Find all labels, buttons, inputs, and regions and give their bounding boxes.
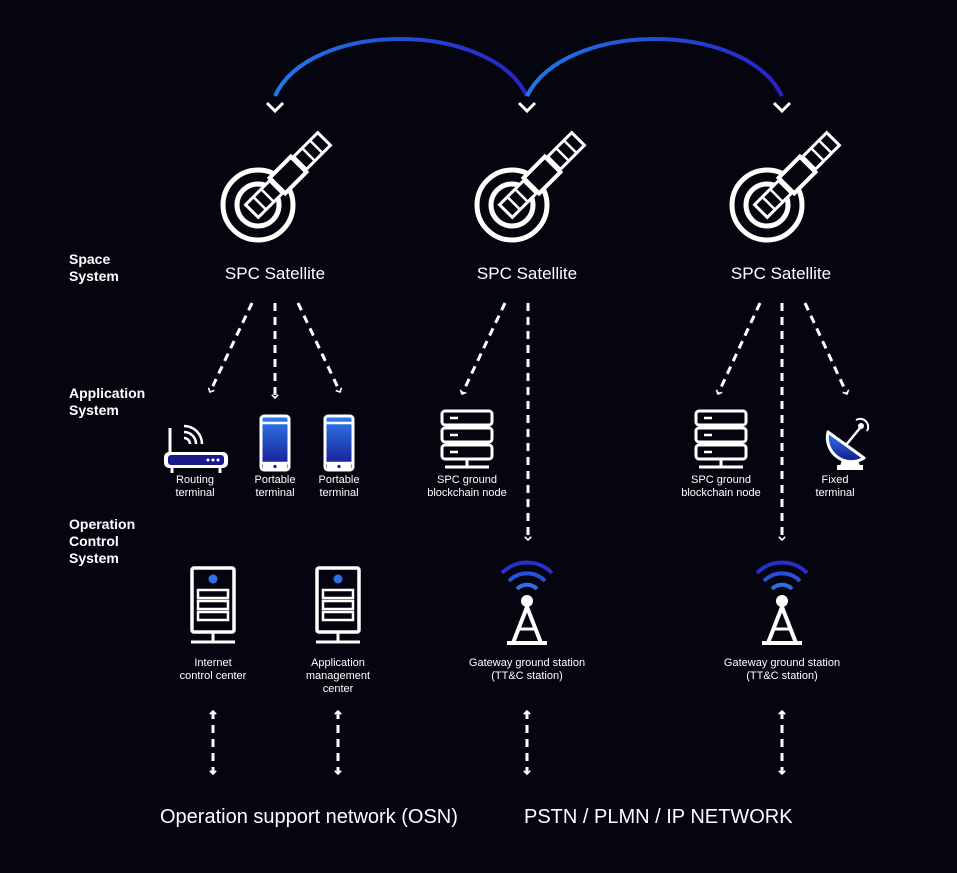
server-tower-icon [189, 566, 237, 644]
portable-terminal-label: Portable terminal [254, 474, 296, 499]
satellite-icon [477, 131, 586, 240]
phone-icon [259, 414, 291, 472]
internet-control-center-label: Internet control center [179, 657, 247, 682]
satellite-dish-icon [825, 417, 870, 472]
osn-label: Operation support network (OSN) [160, 806, 458, 828]
satellite-label: SPC Satellite [224, 264, 326, 283]
antenna-tower-icon [500, 560, 554, 645]
link-dashed [296, 302, 343, 394]
router-icon [162, 424, 230, 475]
operation-control-system-label: Operation Control System [69, 516, 136, 566]
link-dashed [207, 302, 254, 394]
satellite-label: SPC Satellite [730, 264, 832, 283]
phone-icon [323, 414, 355, 472]
pstn-plmn-ip-network-label: PSTN / PLMN / IP NETWORK [524, 806, 793, 828]
application-management-center-label: Application management center [305, 657, 371, 695]
satellite-label: SPC Satellite [476, 264, 578, 283]
arrowhead-down [517, 101, 537, 114]
satellite-icon [732, 131, 841, 240]
link-arc-left [273, 37, 529, 97]
routing-terminal-label: Routing terminal [175, 474, 215, 499]
link-dashed [803, 302, 850, 396]
blockchain-node-label: SPC ground blockchain node [681, 474, 761, 499]
fixed-terminal-label: Fixed terminal [815, 474, 855, 499]
server-stack-icon [694, 409, 748, 469]
satellite-icon [223, 131, 332, 240]
arrowhead-down [265, 101, 285, 114]
blockchain-node-label: SPC ground blockchain node [427, 474, 507, 499]
arrowhead-down [772, 101, 792, 114]
link-dashed [459, 302, 507, 396]
space-system-label: Space System [69, 251, 119, 284]
link-arc-right [525, 37, 784, 97]
portable-terminal-label: Portable terminal [318, 474, 360, 499]
server-stack-icon [440, 409, 494, 469]
link-dashed [715, 302, 762, 396]
server-tower-icon [314, 566, 362, 644]
gateway-ground-station-label: Gateway ground station (TT&C station) [723, 657, 841, 682]
antenna-tower-icon [755, 560, 809, 645]
gateway-ground-station-label: Gateway ground station (TT&C station) [468, 657, 586, 682]
application-system-label: Application System [69, 385, 146, 418]
